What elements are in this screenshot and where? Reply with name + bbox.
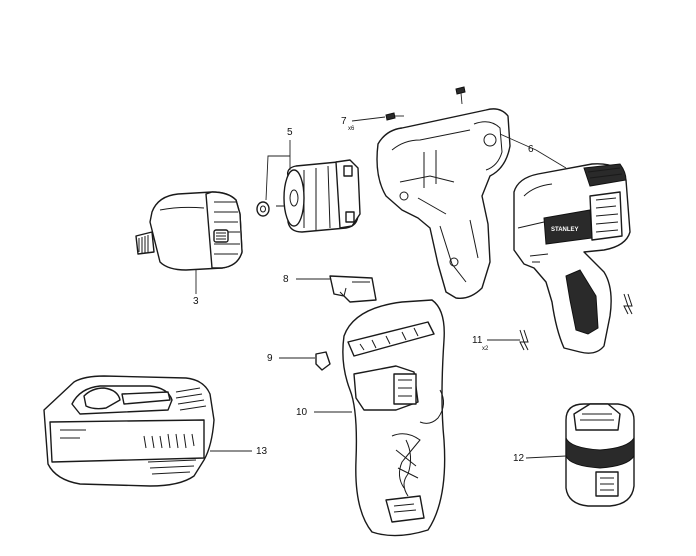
part-12-battery [565,403,635,507]
callout-9: 9 [267,353,273,364]
callout-11: 11 [472,335,483,346]
callout-8: 8 [283,274,289,285]
brand-logo-label: STANLEY [551,227,579,233]
callout-5: 5 [287,127,293,138]
part-10-electronics-kit [342,299,446,537]
part-13-charger [43,375,215,487]
part-6-housing-right: STANLEY [513,163,631,354]
callout-13: 13 [256,446,268,457]
callout-7-qty: x6 [348,126,355,132]
part-7-screws [385,86,466,121]
part-3-gearbox-nose [135,191,243,271]
part-8-clip [329,275,377,303]
part-11-springs [519,293,633,351]
callout-10: 10 [296,407,308,418]
callout-6: 6 [528,144,534,155]
part-5-motor [256,159,361,233]
callout-12: 12 [513,453,525,464]
callout-11-qty: x2 [482,346,489,352]
part-6-housing-left [376,108,511,299]
callout-3: 3 [193,296,199,307]
part-9-button [315,351,331,371]
callout-7: 7 [341,116,347,127]
